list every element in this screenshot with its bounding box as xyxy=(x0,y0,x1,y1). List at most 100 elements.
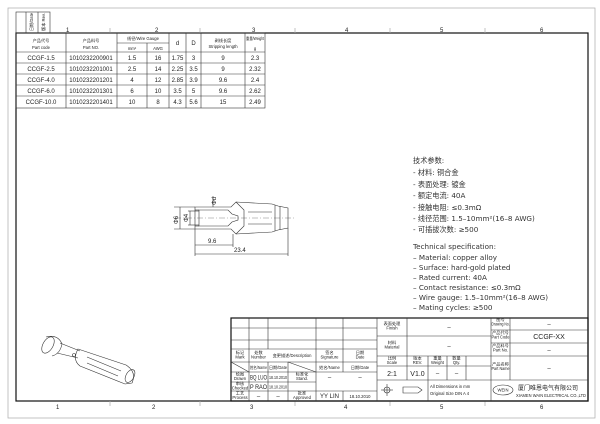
part-no-value: – xyxy=(547,348,551,354)
label-line-cn: 签名 xyxy=(325,349,333,356)
label-line-cn: 版本 xyxy=(413,354,422,361)
header-mm2: mm² xyxy=(128,46,137,51)
table-cell: 16 xyxy=(155,56,162,62)
dim-inner-diameter: Φ4 xyxy=(184,213,190,222)
spec-cn-item: - 材料: 铜合金 xyxy=(413,168,459,177)
label-line-cn: 重量 xyxy=(433,354,441,361)
label-line-en: REV. xyxy=(413,360,422,365)
header-part-no: Part NO. xyxy=(83,45,99,50)
part-code-value: CCGF-XX xyxy=(533,334,565,341)
spec-en-item: – Contact resistance: ≤0.3mΩ xyxy=(413,283,521,292)
header-stripping: Stripping length xyxy=(208,44,238,49)
date-header: 日期/Date xyxy=(269,365,288,371)
label-line-en: Part No. xyxy=(493,347,508,352)
label-line-cn: 材料 xyxy=(388,339,397,346)
spec-cn-item: - 表面处理: 镀金 xyxy=(413,180,466,189)
label-line-en: Weight xyxy=(431,360,445,365)
table-cell: 2.49 xyxy=(249,100,261,106)
dim-total-length: 23.4 xyxy=(234,248,246,254)
spec-en-item: – Wire gauge: 1.5–10mm²(16–8 AWG) xyxy=(413,293,548,302)
date-header-2: 日期/Date xyxy=(351,365,370,371)
header-weight-unit: g xyxy=(254,46,257,51)
header-d: d xyxy=(176,41,179,47)
header-weight: 重量/Weight xyxy=(246,35,265,42)
label-line-en: Process xyxy=(232,395,247,400)
process-name: – xyxy=(257,394,261,400)
cross-section-view: Φ6 Φ4 Φd 9.6 23.4 xyxy=(174,196,295,256)
description-label: 变更描述/Description xyxy=(273,352,313,359)
table-cell: 9 xyxy=(221,56,225,62)
dim-bore-diameter: Φd xyxy=(212,197,218,205)
name-header: 姓名/Name xyxy=(250,364,268,371)
table-cell: 8 xyxy=(156,100,160,106)
header-stripping-cn: 剥线长度 xyxy=(215,37,233,44)
table-cell: 1010232201001 xyxy=(69,67,113,73)
table-cell: 3.9 xyxy=(189,78,198,84)
part-name-value: – xyxy=(547,366,551,372)
spec-en-item: – Rated current: 40A xyxy=(413,273,487,282)
label-line-cn: 处数 xyxy=(254,349,263,356)
label-line-cn: 产品名称 xyxy=(492,360,509,367)
header-part-no-cn: 产品料号 xyxy=(83,37,100,44)
table-cell: 10 xyxy=(129,100,136,106)
zone-label: 3 xyxy=(250,405,254,411)
label-line-en: Checked xyxy=(232,385,249,390)
company-name-cn: 厦门唯恩电气有限公司 xyxy=(518,384,578,392)
label-line-en: Qty. xyxy=(453,360,460,365)
table-cell: 2.25 xyxy=(172,67,184,73)
table-cell: 12 xyxy=(155,78,162,84)
table-cell: CCGF-4.0 xyxy=(27,78,55,84)
drawn-name: BQ LUO xyxy=(250,376,267,382)
dim-strip-length: 9.6 xyxy=(208,239,217,245)
table-cell: 4.3 xyxy=(173,100,182,106)
part-table: 产品代号 Part code 产品料号 Part NO. 线径/Wire Gau… xyxy=(15,32,266,109)
spec-en-item: – Mating cycles: ≥500 xyxy=(413,303,493,312)
rev-value: V1.0 xyxy=(410,371,425,378)
technical-spec-cn: 技术参数: - 材料: 铜合金 - 表面处理: 镀金 - 额定电流: 40A -… xyxy=(413,156,535,234)
table-cell: 2.32 xyxy=(249,67,261,73)
label-line-en: Date xyxy=(356,354,366,359)
table-cell: 2.62 xyxy=(249,89,261,95)
scale-value: 2:1 xyxy=(387,371,397,378)
company-logo: WEIN xyxy=(492,384,514,396)
revision-block: 日期/Date 版本 Rev. xyxy=(15,11,51,34)
header-wire-gauge: 线径/Wire Gauge xyxy=(127,35,160,41)
zone-label: 5 xyxy=(440,405,444,411)
spec-cn-item: - 接触电阻: ≤0.3mΩ xyxy=(413,203,482,212)
table-cell: 5.6 xyxy=(189,100,198,106)
revision-date-label: 日期/Date xyxy=(29,12,35,31)
label-line-en: Number xyxy=(251,354,266,359)
table-cell: 1010232201301 xyxy=(69,89,113,95)
header-awg: AWG xyxy=(153,46,163,51)
checked-name: P RAO xyxy=(250,385,267,391)
approved-date: 18.10.2010 xyxy=(350,394,372,399)
table-cell: 14 xyxy=(155,67,162,73)
spec-en-item: – Material: copper alloy xyxy=(413,253,498,262)
label-line-en: Drawn xyxy=(234,376,247,381)
table-cell: CCGF-2.5 xyxy=(27,67,55,73)
company-name-en: XIAMEN WAIN ELECTRICAL CO.,LTD xyxy=(516,393,586,398)
dim-outer-diameter: Φ6 xyxy=(174,215,180,224)
table-cell: CCGF-6.0 xyxy=(27,89,55,95)
label-line-en: Mark xyxy=(235,354,245,359)
table-cell: 9.6 xyxy=(219,78,228,84)
zone-label: 5 xyxy=(440,28,444,34)
zone-label: 3 xyxy=(252,28,256,34)
spec-cn-title: 技术参数: xyxy=(413,156,444,165)
table-cell: 1010232200901 xyxy=(69,56,113,62)
zone-label: 6 xyxy=(540,405,544,411)
weight-value: – xyxy=(436,371,440,377)
